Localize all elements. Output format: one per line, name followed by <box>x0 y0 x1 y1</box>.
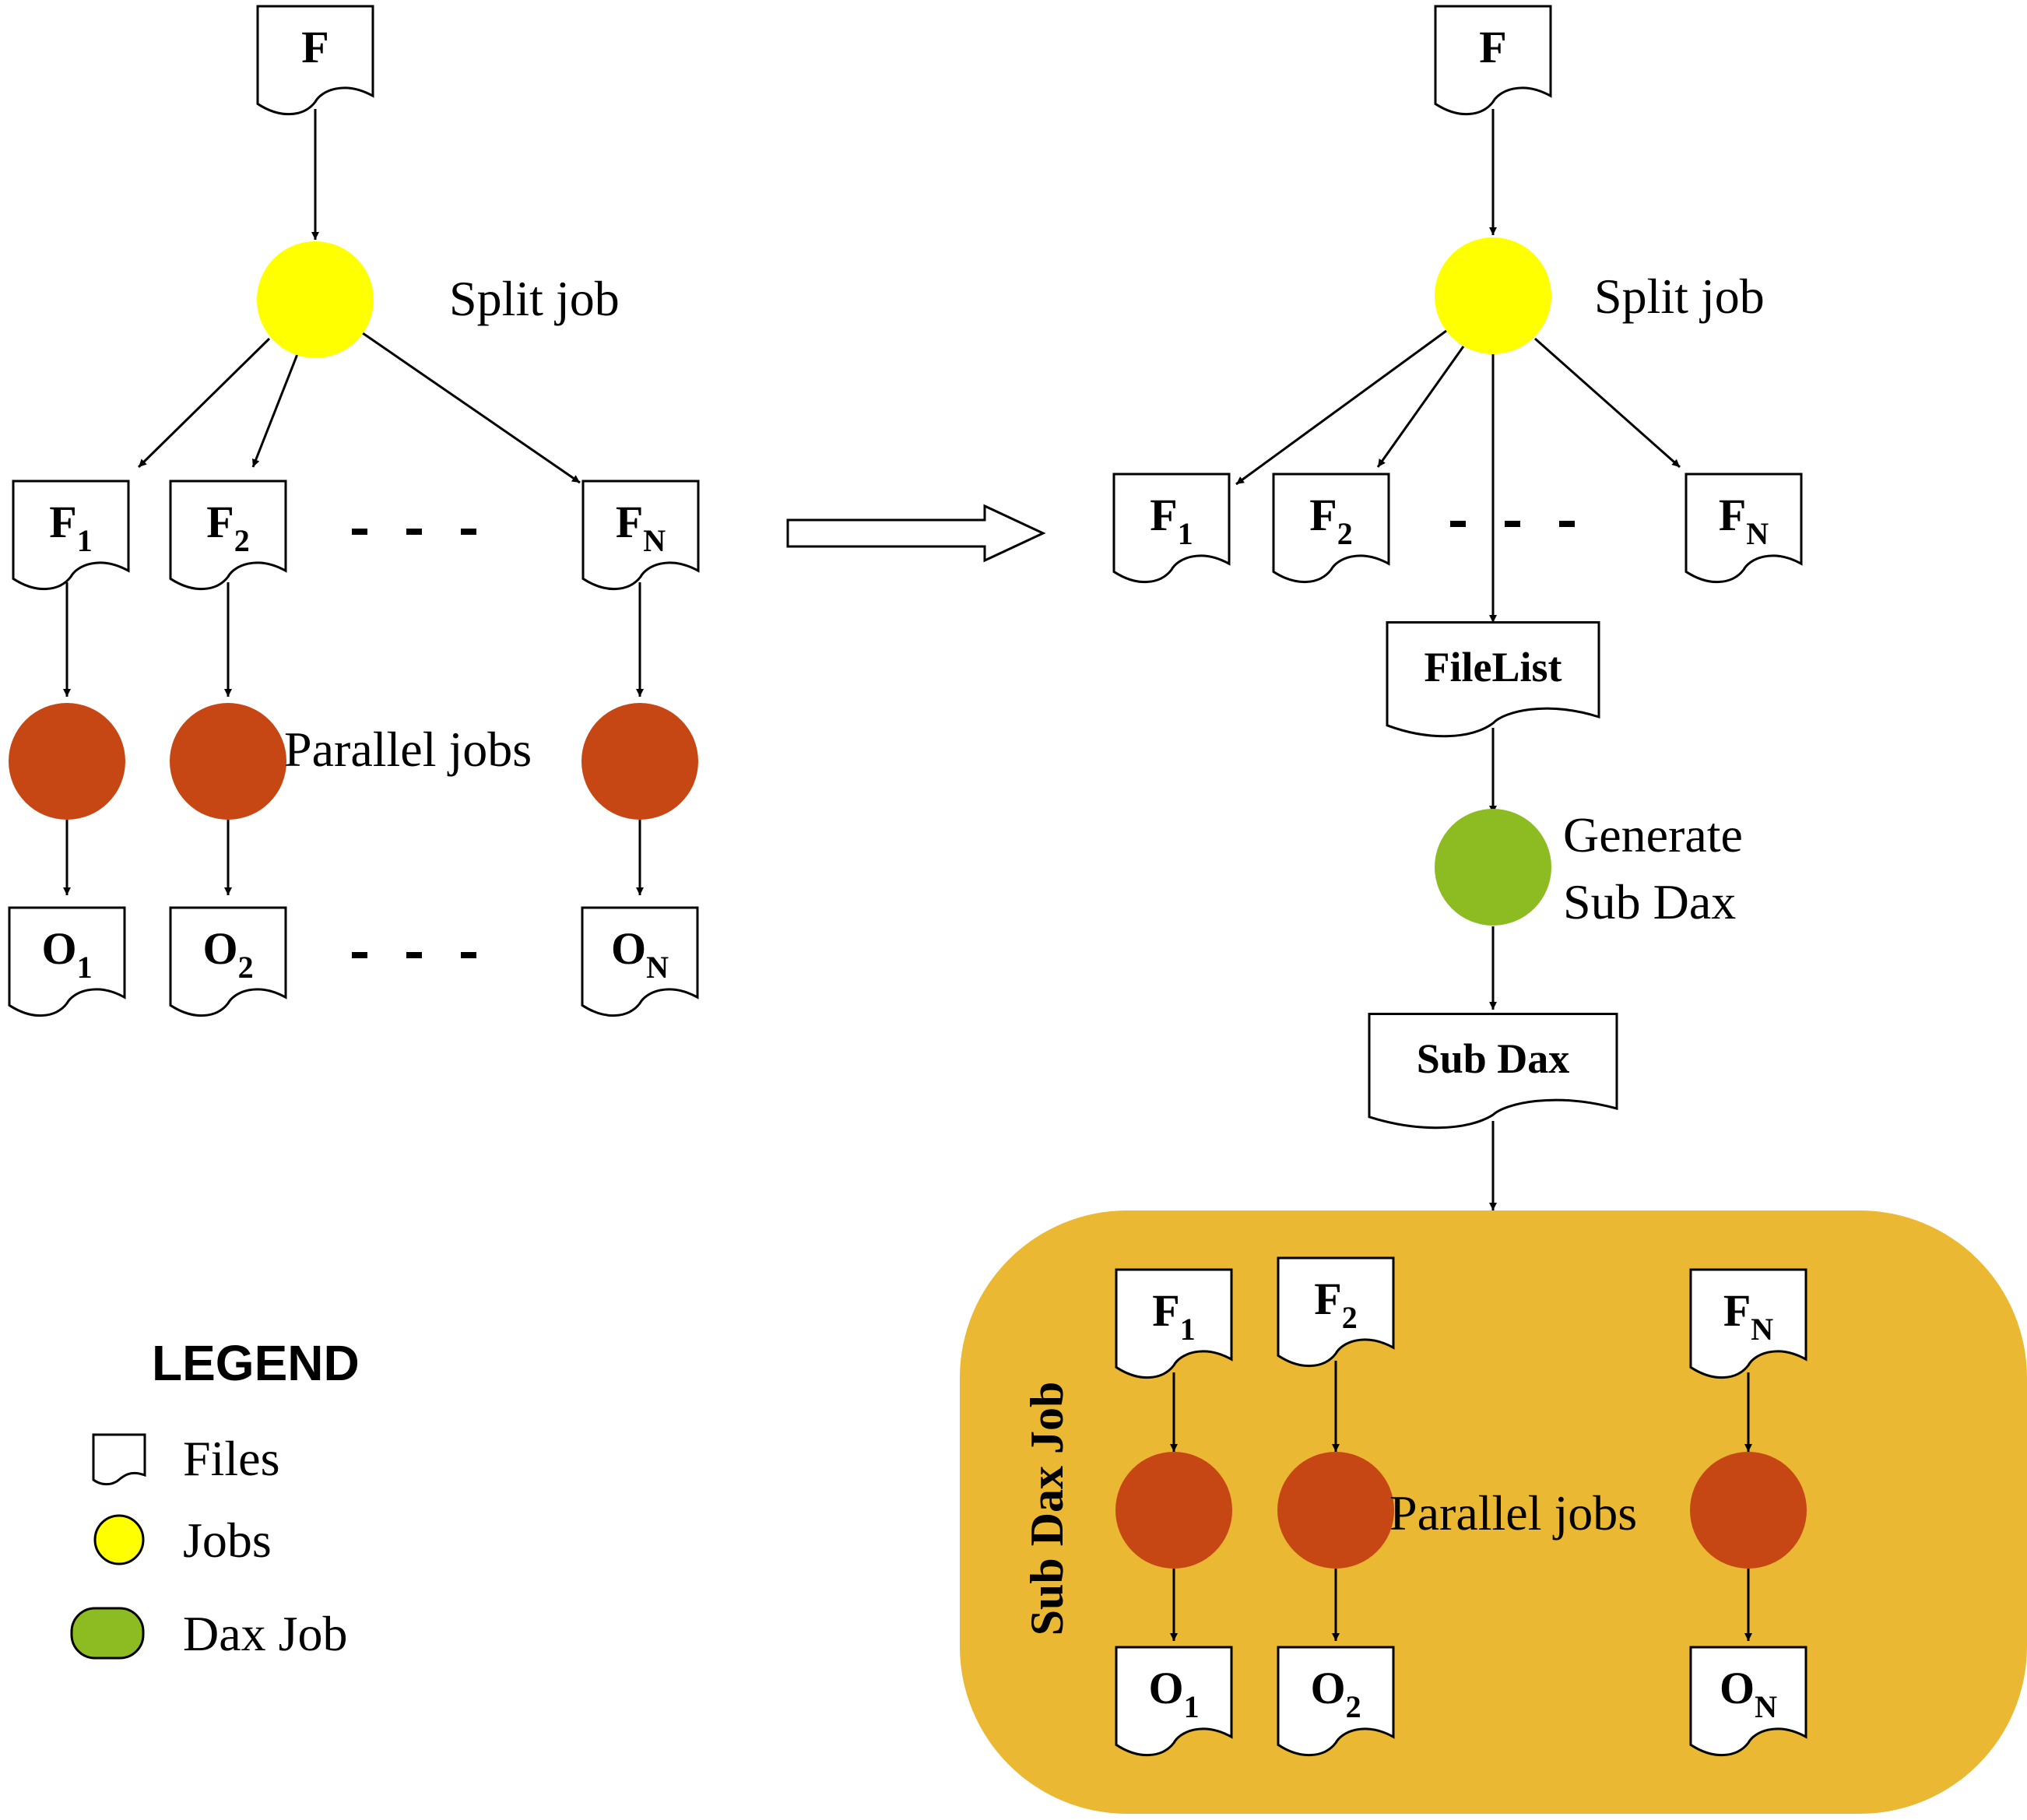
ellipsis-dots <box>352 521 1575 958</box>
file-label: FileList <box>1425 644 1562 690</box>
left-output-file-3: ON <box>581 906 699 1017</box>
left-split-file-3: FN <box>581 480 700 591</box>
file-icon <box>1115 1268 1233 1379</box>
arrow-left-split-to-f2 <box>251 353 299 468</box>
file-icon <box>1272 473 1390 584</box>
left-source-file: F <box>256 5 374 116</box>
ellipsis-dot <box>406 952 422 958</box>
ellipsis-dot <box>352 952 367 958</box>
legend-label: Dax Job <box>183 1606 348 1661</box>
file-icon <box>1115 1646 1233 1757</box>
file-icon <box>1277 1646 1395 1757</box>
file-icon <box>1434 5 1552 116</box>
inner-output-file-3: ON <box>1689 1646 1807 1757</box>
ellipsis-dot <box>1450 521 1466 527</box>
sub-dax-job-label: Sub Dax Job <box>1021 1382 1073 1636</box>
edges <box>63 109 1752 1641</box>
file-icon <box>169 906 287 1017</box>
left-output-file-1: O1 <box>8 906 126 1017</box>
dax-job-icon <box>70 1607 145 1660</box>
legend-title: LEGEND <box>152 1335 360 1391</box>
file-icon <box>1386 621 1600 738</box>
inner-parallel-job-node-1 <box>1115 1452 1232 1569</box>
inner-parallel-jobs-label: Parallel jobs <box>1389 1485 1637 1541</box>
right-split-job-node <box>1435 237 1551 354</box>
right-split-file-1: F1 <box>1112 473 1231 584</box>
legend-item-file-icon: Files <box>92 1431 279 1486</box>
sub-dax-file: Sub Dax <box>1368 1013 1618 1130</box>
generate-sub-dax-job-node <box>1435 809 1551 926</box>
inner-parallel-job-node-3 <box>1690 1452 1807 1569</box>
file-icon <box>581 480 700 591</box>
legend-item-dax-job-icon: Dax Job <box>70 1606 348 1661</box>
arrow-right-split-to-fn <box>1534 337 1681 469</box>
right-split-job-label: Split job <box>1594 269 1765 324</box>
right-split-file-3: FN <box>1684 473 1803 584</box>
arrow-left-split-to-fn <box>362 332 581 484</box>
inner-parallel-job-node-2 <box>1277 1452 1394 1569</box>
ellipsis-dot <box>406 529 422 535</box>
file-icon <box>1112 473 1231 584</box>
ellipsis-dot <box>1505 521 1520 527</box>
file-icon <box>12 480 130 591</box>
file-label: Sub Dax <box>1417 1035 1570 1082</box>
inner-input-file-2: F2 <box>1277 1256 1395 1368</box>
file-label: F <box>1479 22 1506 72</box>
left-split-file-2: F2 <box>169 480 287 591</box>
left-split-job-node <box>257 241 374 358</box>
ellipsis-dot <box>352 529 367 535</box>
arrow-right-split-to-f1 <box>1235 329 1447 486</box>
arrow-right-split-to-f2 <box>1376 346 1465 468</box>
left-parallel-job-node-3 <box>581 703 698 820</box>
file-label: F <box>301 22 328 72</box>
filelist-file: FileList <box>1386 621 1600 738</box>
ellipsis-dot <box>1559 521 1575 527</box>
file-icon <box>256 5 374 116</box>
left-output-file-2: O2 <box>169 906 287 1017</box>
file-icon <box>92 1433 146 1486</box>
transform-arrow-icon <box>786 504 1046 563</box>
left-split-file-1: F1 <box>12 480 130 591</box>
arrow-left-split-to-f1 <box>137 337 271 469</box>
file-icon <box>1684 473 1803 584</box>
inner-output-file-2: O2 <box>1277 1646 1395 1757</box>
ellipsis-dot <box>461 952 476 958</box>
inner-output-file-1: O1 <box>1115 1646 1233 1757</box>
left-split-job-label: Split job <box>449 271 620 326</box>
file-icon <box>8 906 126 1017</box>
file-icon <box>169 480 287 591</box>
right-source-file: F <box>1434 5 1552 116</box>
ellipsis-dot <box>461 529 476 535</box>
file-icon <box>1689 1646 1807 1757</box>
file-icon <box>1277 1256 1395 1368</box>
generate-label-line2: Sub Dax <box>1563 874 1736 929</box>
generate-label-line1: Generate <box>1563 807 1743 863</box>
file-icon <box>1689 1268 1807 1379</box>
job-circle-icon <box>93 1514 145 1565</box>
file-icon <box>1368 1013 1618 1130</box>
file-icon <box>581 906 699 1017</box>
legend-label: Jobs <box>183 1513 272 1568</box>
left-parallel-job-node-1 <box>9 703 125 820</box>
right-split-file-2: F2 <box>1272 473 1390 584</box>
inner-input-file-3: FN <box>1689 1268 1807 1379</box>
left-parallel-jobs-label: Parallel jobs <box>284 722 532 777</box>
legend-item-job-circle-icon: Jobs <box>93 1513 272 1568</box>
inner-input-file-1: F1 <box>1115 1268 1233 1379</box>
left-parallel-job-node-2 <box>170 703 286 820</box>
legend-label: Files <box>183 1431 279 1486</box>
